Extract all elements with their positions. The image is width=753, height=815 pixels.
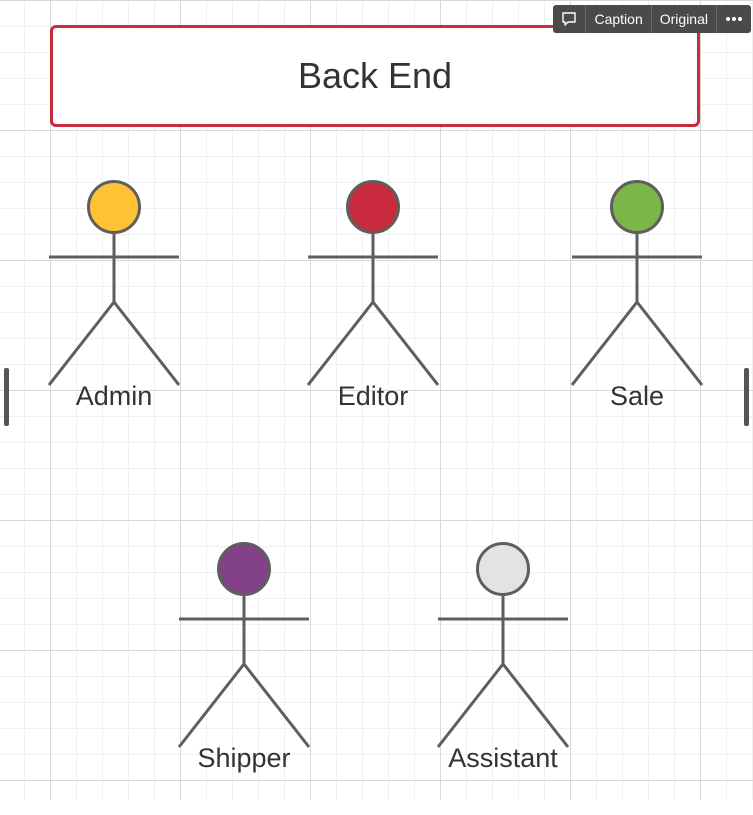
caption-button[interactable]: Caption [585,5,650,33]
actor-head [346,180,400,234]
actor-label-editor: Editor [337,381,409,411]
actor-left-leg [47,301,116,386]
actor-shipper[interactable] [174,542,314,752]
actor-editor[interactable] [303,180,443,390]
actor-assistant[interactable] [433,542,573,752]
actor-head [610,180,664,234]
actor-label-assistant: Assistant [448,743,558,773]
left-resize-handle[interactable] [4,368,9,426]
title-box[interactable]: Back End [50,25,700,127]
actor-left-leg [177,663,246,748]
caption-comment-button[interactable] [553,5,585,33]
actor-right-leg [242,663,311,748]
actor-head [217,542,271,596]
actor-label-sale: Sale [609,381,665,411]
more-button[interactable] [716,5,751,33]
actor-label-admin: Admin [75,381,153,411]
canvas-bottom-edge [0,800,753,815]
actor-admin[interactable] [44,180,184,390]
more-icon [726,17,742,21]
actor-head [476,542,530,596]
actor-left-leg [436,663,505,748]
comment-icon [562,12,577,26]
actor-right-leg [635,301,704,386]
actor-right-leg [112,301,181,386]
original-button[interactable]: Original [650,5,716,33]
actor-label-shipper: Shipper [197,743,291,773]
right-resize-handle[interactable] [744,368,749,426]
actor-right-leg [371,301,440,386]
actor-left-leg [570,301,639,386]
actor-left-leg [306,301,375,386]
actor-right-leg [501,663,570,748]
toolbar: Caption Original [553,5,751,33]
title-text: Back End [297,55,453,96]
actor-sale[interactable] [567,180,707,390]
actor-head [87,180,141,234]
